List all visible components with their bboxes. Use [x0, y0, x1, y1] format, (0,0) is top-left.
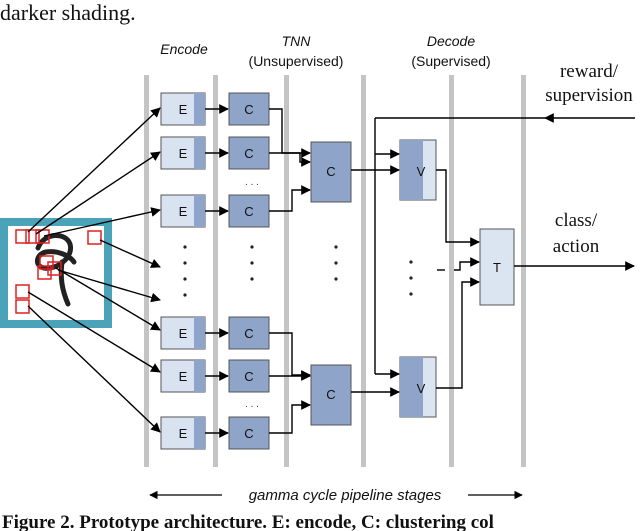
- c1-to-c2-lower-arrows: [269, 332, 311, 434]
- cluster-box-label: C: [326, 387, 335, 402]
- encode-box-label: E: [179, 204, 188, 219]
- header-decode: Decode: [427, 33, 475, 49]
- class-label: class/: [555, 210, 598, 231]
- patch-markers: [15, 229, 102, 314]
- cluster-box-7: C: [310, 141, 352, 203]
- figure-caption: Figure 2. Prototype architecture. E: enc…: [2, 512, 494, 531]
- cluster-box-label: C: [244, 326, 253, 341]
- v-to-t-arrows: [436, 169, 480, 389]
- fanout-arrows: [27, 107, 161, 433]
- top-text: darker shading.: [0, 0, 136, 25]
- stage-bar-6: [521, 75, 526, 467]
- encode-box-label: E: [179, 369, 188, 384]
- cluster-box-1: C: [228, 92, 270, 126]
- vote-box-label: V: [417, 164, 426, 179]
- temporal-box-label: T: [493, 260, 501, 275]
- input-image: [0, 218, 112, 328]
- supervision-lines: [374, 113, 635, 379]
- cluster-box-label: C: [244, 369, 253, 384]
- cluster-vertical-dots: [250, 245, 254, 281]
- cluster-box-5: C: [228, 359, 270, 393]
- header-tnn: TNN: [282, 33, 312, 49]
- encode-box-2: E: [160, 136, 206, 170]
- header-decode-sub: (Supervised): [411, 53, 490, 69]
- cluster-box-8: C: [310, 364, 352, 426]
- stage-bar-2: [213, 75, 218, 467]
- stage-bars: [144, 75, 526, 467]
- vote-box-label: V: [417, 381, 426, 396]
- header-encode: Encode: [160, 41, 208, 57]
- cluster-column-1: C C C C C C . . . . . .: [228, 92, 270, 450]
- cluster-box-3: C: [228, 194, 270, 228]
- stage-bar-3: [284, 75, 289, 467]
- cluster-column-2: C C: [310, 141, 352, 426]
- cluster-box-label: C: [244, 204, 253, 219]
- stage-bar-4: [361, 75, 366, 467]
- encode-box-6: E: [160, 416, 206, 450]
- vote-box-2: V: [399, 356, 437, 418]
- c1-to-c2-upper-arrows: [269, 108, 311, 212]
- vote-vertical-dots: [409, 260, 413, 296]
- cluster-box-label: C: [326, 164, 335, 179]
- cluster-box-4: C: [228, 316, 270, 350]
- encode-box-1: E: [160, 92, 206, 126]
- supervision-label: supervision: [545, 85, 633, 106]
- ellipsis-upper: . . .: [245, 177, 259, 188]
- cluster-box-label: C: [244, 426, 253, 441]
- vote-box-1: V: [399, 139, 437, 201]
- encode-box-label: E: [179, 102, 188, 117]
- e-to-c-arrows: [205, 104, 229, 438]
- encode-column: E E E E E E: [160, 92, 206, 450]
- cluster-box-label: C: [244, 102, 253, 117]
- cluster-box-label: C: [244, 146, 253, 161]
- stage-bar-5: [449, 75, 454, 467]
- encode-box-label: E: [179, 146, 188, 161]
- footer-text-bg: [222, 482, 468, 506]
- cluster-box-6: C: [228, 416, 270, 450]
- cluster-column-2-dots: [334, 245, 338, 281]
- action-label: action: [553, 236, 600, 257]
- cluster-box-2: C: [228, 136, 270, 170]
- stage-bar-1: [144, 75, 149, 467]
- encode-box-3: E: [160, 194, 206, 228]
- footer-label: gamma cycle pipeline stages: [249, 487, 442, 504]
- temporal-box: T: [479, 228, 515, 306]
- encode-box-label: E: [179, 326, 188, 341]
- reward-label: reward/: [560, 61, 619, 82]
- encode-box-5: E: [160, 359, 206, 393]
- encode-box-label: E: [179, 426, 188, 441]
- ellipsis-lower: . . .: [245, 399, 259, 410]
- header-tnn-sub: (Unsupervised): [249, 53, 344, 69]
- encode-box-4: E: [160, 316, 206, 350]
- vote-column: V V: [399, 139, 437, 418]
- encode-vertical-dots: [183, 245, 187, 297]
